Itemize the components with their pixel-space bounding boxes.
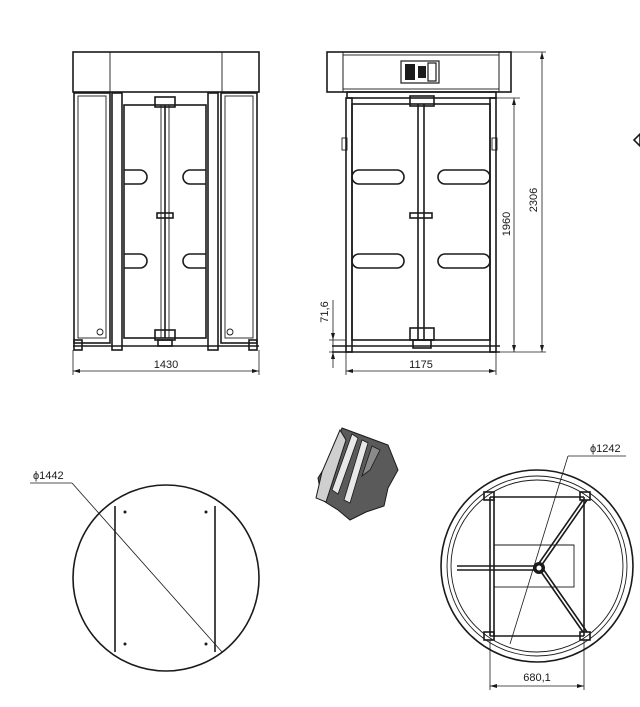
front-width-dimension: 1430 bbox=[72, 350, 260, 375]
canopy-plan-view: ϕ1242 680,1 bbox=[440, 443, 634, 690]
canopy-diameter-label: ϕ1242 bbox=[590, 443, 621, 455]
front-width-label: 1430 bbox=[154, 359, 178, 371]
base-height-label: 71,6 bbox=[319, 301, 331, 322]
base-diameter-label: ϕ1442 bbox=[33, 470, 64, 482]
side-elevation-view bbox=[326, 51, 512, 353]
3d-model-preview bbox=[315, 427, 399, 521]
side-width-label: 1175 bbox=[409, 359, 433, 371]
base-plan-view: ϕ1442 bbox=[30, 470, 260, 672]
side-width-dimension: 1175 bbox=[345, 352, 497, 375]
front-elevation-view bbox=[72, 51, 260, 351]
door-height-dimension: 1960 bbox=[496, 97, 520, 352]
drive-motor-unit bbox=[400, 60, 440, 84]
base-height-dimension: 71,6 bbox=[319, 300, 346, 368]
total-height-label: 2306 bbox=[528, 188, 540, 212]
edge-mark bbox=[632, 132, 640, 148]
offset-label: 680,1 bbox=[523, 672, 551, 684]
door-height-label: 1960 bbox=[501, 212, 513, 236]
total-height-dimension: 2306 bbox=[500, 51, 546, 353]
